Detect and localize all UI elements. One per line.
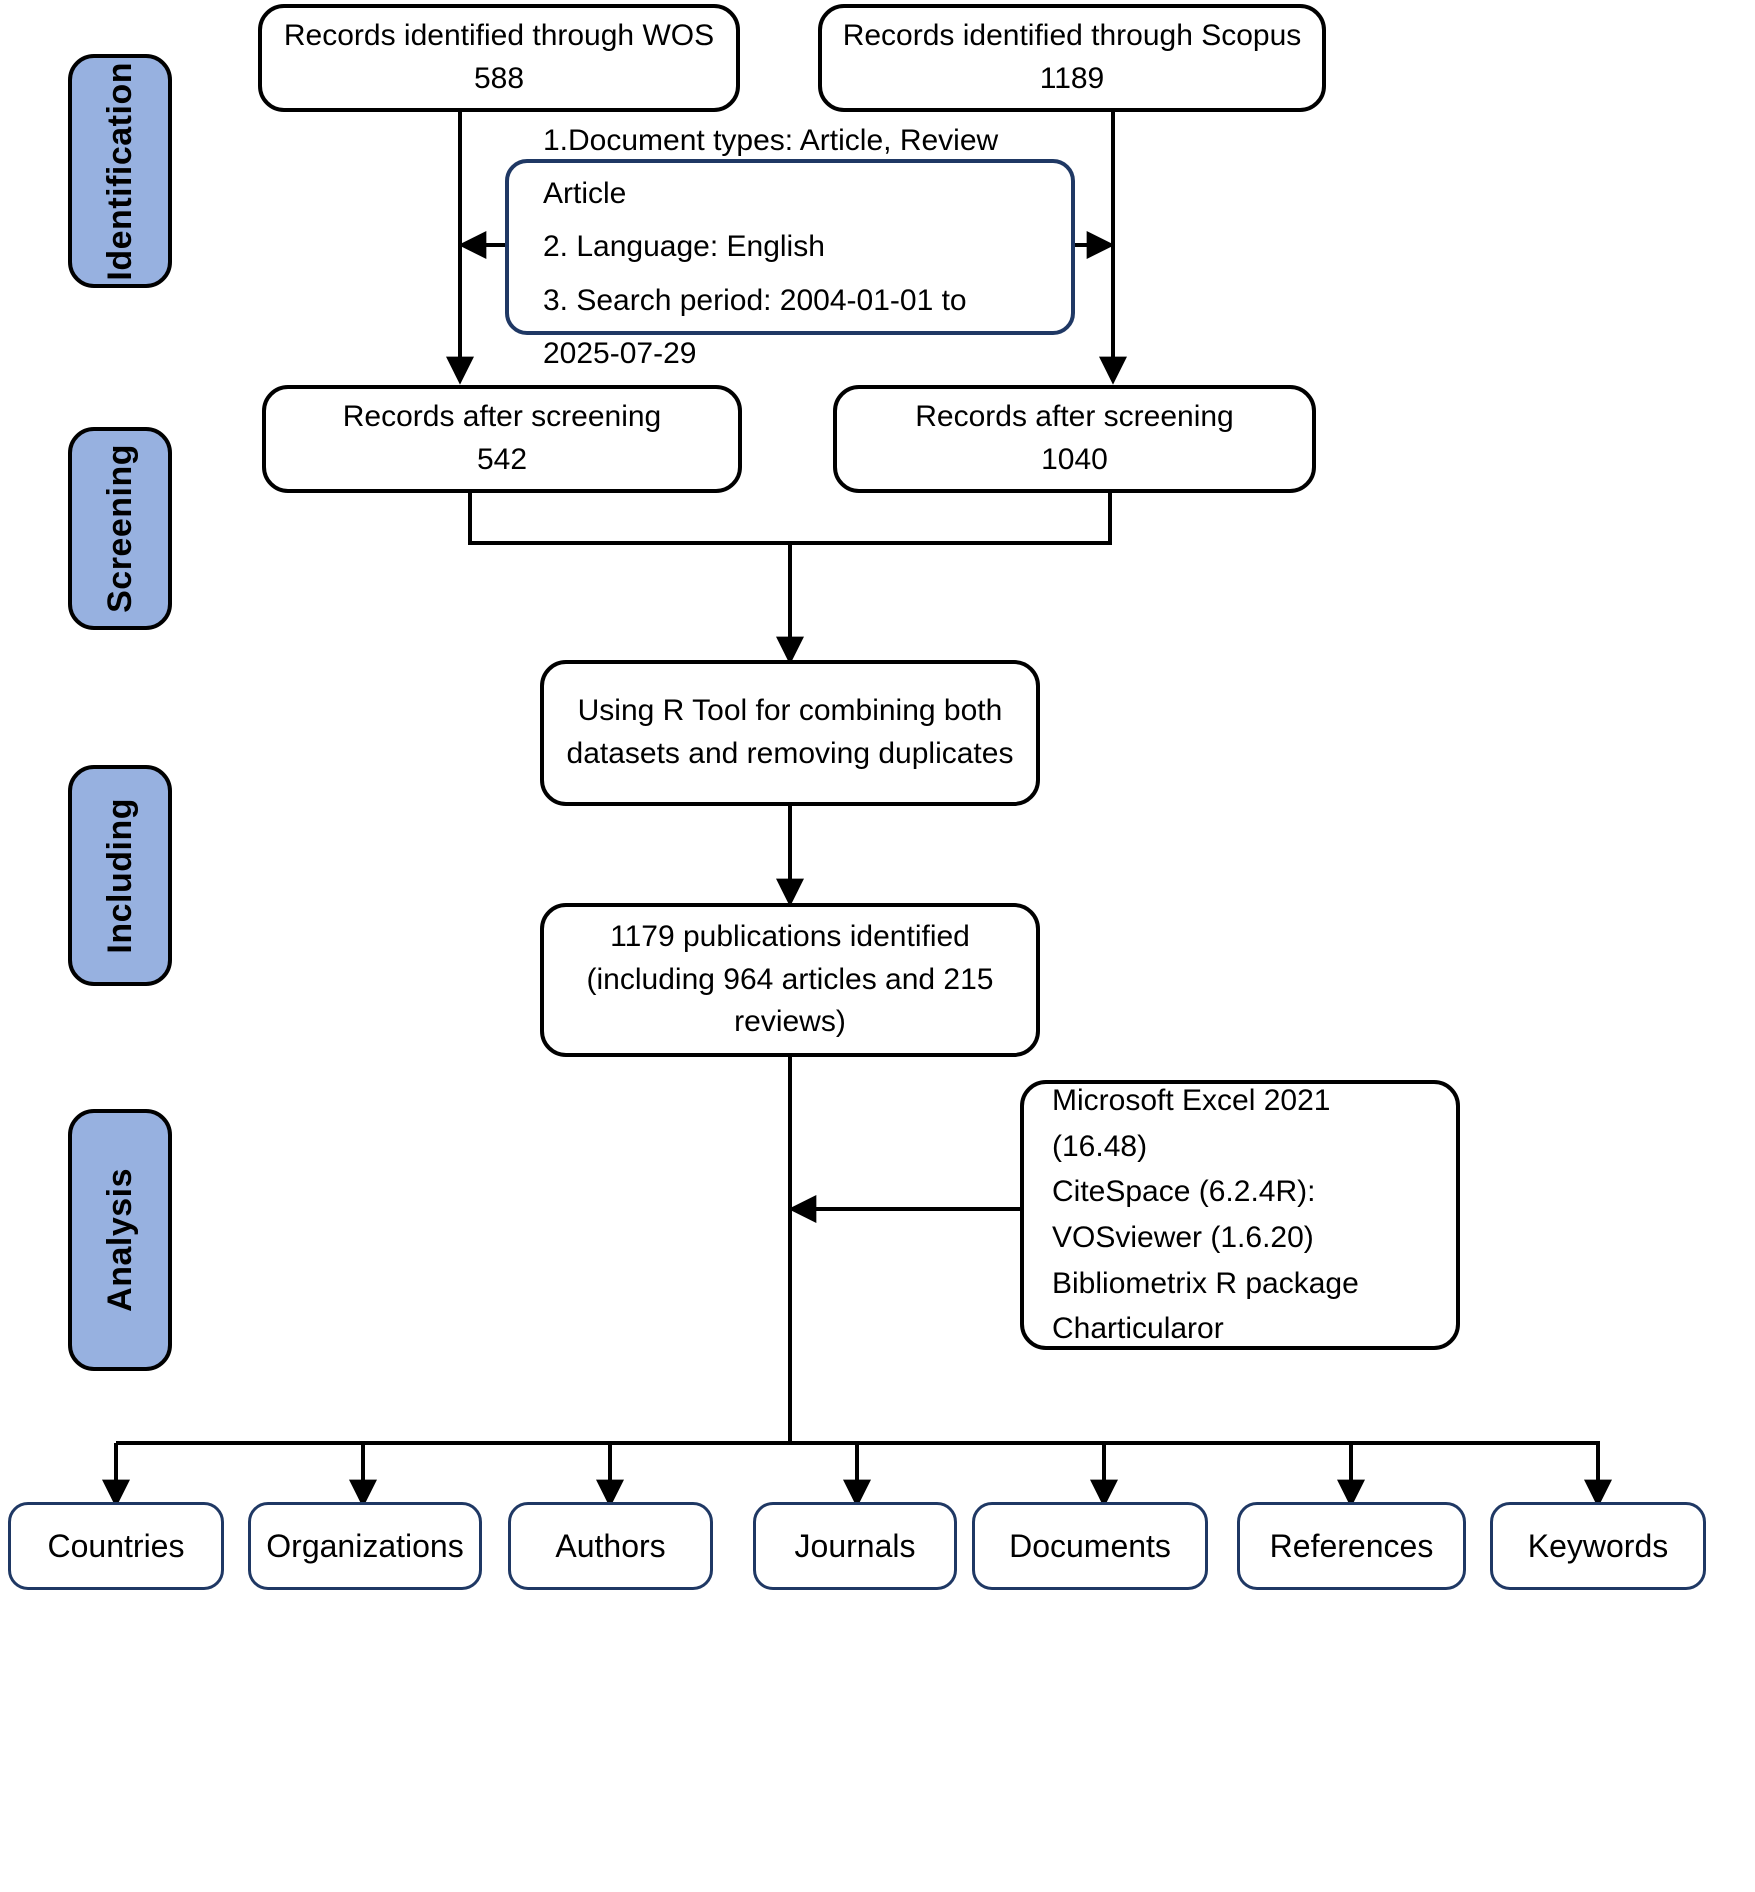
box-records-after-screening-wos-text: Records after screening 542 xyxy=(342,400,662,476)
stage-label-screening: Screening xyxy=(68,427,172,630)
box-output-keywords: Keywords xyxy=(1490,1502,1706,1590)
box-records-identified-scopus-text: Records identified through Scopus 1189 xyxy=(842,19,1302,95)
stage-label-screening-text: Screening xyxy=(100,444,139,613)
box-publications-identified: 1179 publications identified (including … xyxy=(540,903,1040,1057)
wire-screening-merge xyxy=(468,492,1112,545)
box-records-identified-wos: Records identified through WOS 588 xyxy=(258,4,740,112)
box-output-authors: Authors xyxy=(508,1502,713,1590)
box-output-countries-text: Countries xyxy=(47,1527,185,1564)
box-records-identified-scopus: Records identified through Scopus 1189 xyxy=(818,4,1326,112)
box-records-identified-wos-text: Records identified through WOS 588 xyxy=(283,19,715,95)
box-publications-identified-text: 1179 publications identified (including … xyxy=(586,920,994,1039)
box-output-journals: Journals xyxy=(753,1502,957,1590)
box-records-after-screening-scopus-text: Records after screening 1040 xyxy=(915,400,1234,476)
box-records-after-screening-wos: Records after screening 542 xyxy=(262,385,742,493)
box-analysis-tools-text: Microsoft Excel 2021 (16.48) CiteSpace (… xyxy=(1052,1084,1359,1346)
box-output-countries: Countries xyxy=(8,1502,224,1590)
stage-label-identification-text: Identification xyxy=(100,61,139,281)
box-output-documents-text: Documents xyxy=(1009,1527,1171,1564)
box-output-references: References xyxy=(1237,1502,1466,1590)
stage-label-analysis-text: Analysis xyxy=(100,1168,139,1312)
stage-label-identification: Identification xyxy=(68,54,172,288)
box-inclusion-criteria: 1.Document types: Article, Review Articl… xyxy=(505,124,1075,370)
box-output-organizations: Organizations xyxy=(248,1502,482,1590)
box-analysis-tools: Microsoft Excel 2021 (16.48) CiteSpace (… xyxy=(1020,1080,1460,1350)
box-output-references-text: References xyxy=(1269,1527,1434,1564)
box-output-documents: Documents xyxy=(972,1502,1208,1590)
box-combine-datasets-text: Using R Tool for combining both datasets… xyxy=(566,694,1014,770)
box-output-authors-text: Authors xyxy=(555,1527,666,1564)
box-output-keywords-text: Keywords xyxy=(1527,1527,1669,1564)
box-combine-datasets: Using R Tool for combining both datasets… xyxy=(540,660,1040,806)
stage-label-including: Including xyxy=(68,765,172,986)
stage-label-including-text: Including xyxy=(100,797,139,954)
stage-label-analysis: Analysis xyxy=(68,1109,172,1371)
box-output-organizations-text: Organizations xyxy=(266,1527,464,1564)
box-inclusion-criteria-text: 1.Document types: Article, Review Articl… xyxy=(543,123,999,371)
box-records-after-screening-scopus: Records after screening 1040 xyxy=(833,385,1316,493)
box-output-journals-text: Journals xyxy=(794,1527,916,1564)
